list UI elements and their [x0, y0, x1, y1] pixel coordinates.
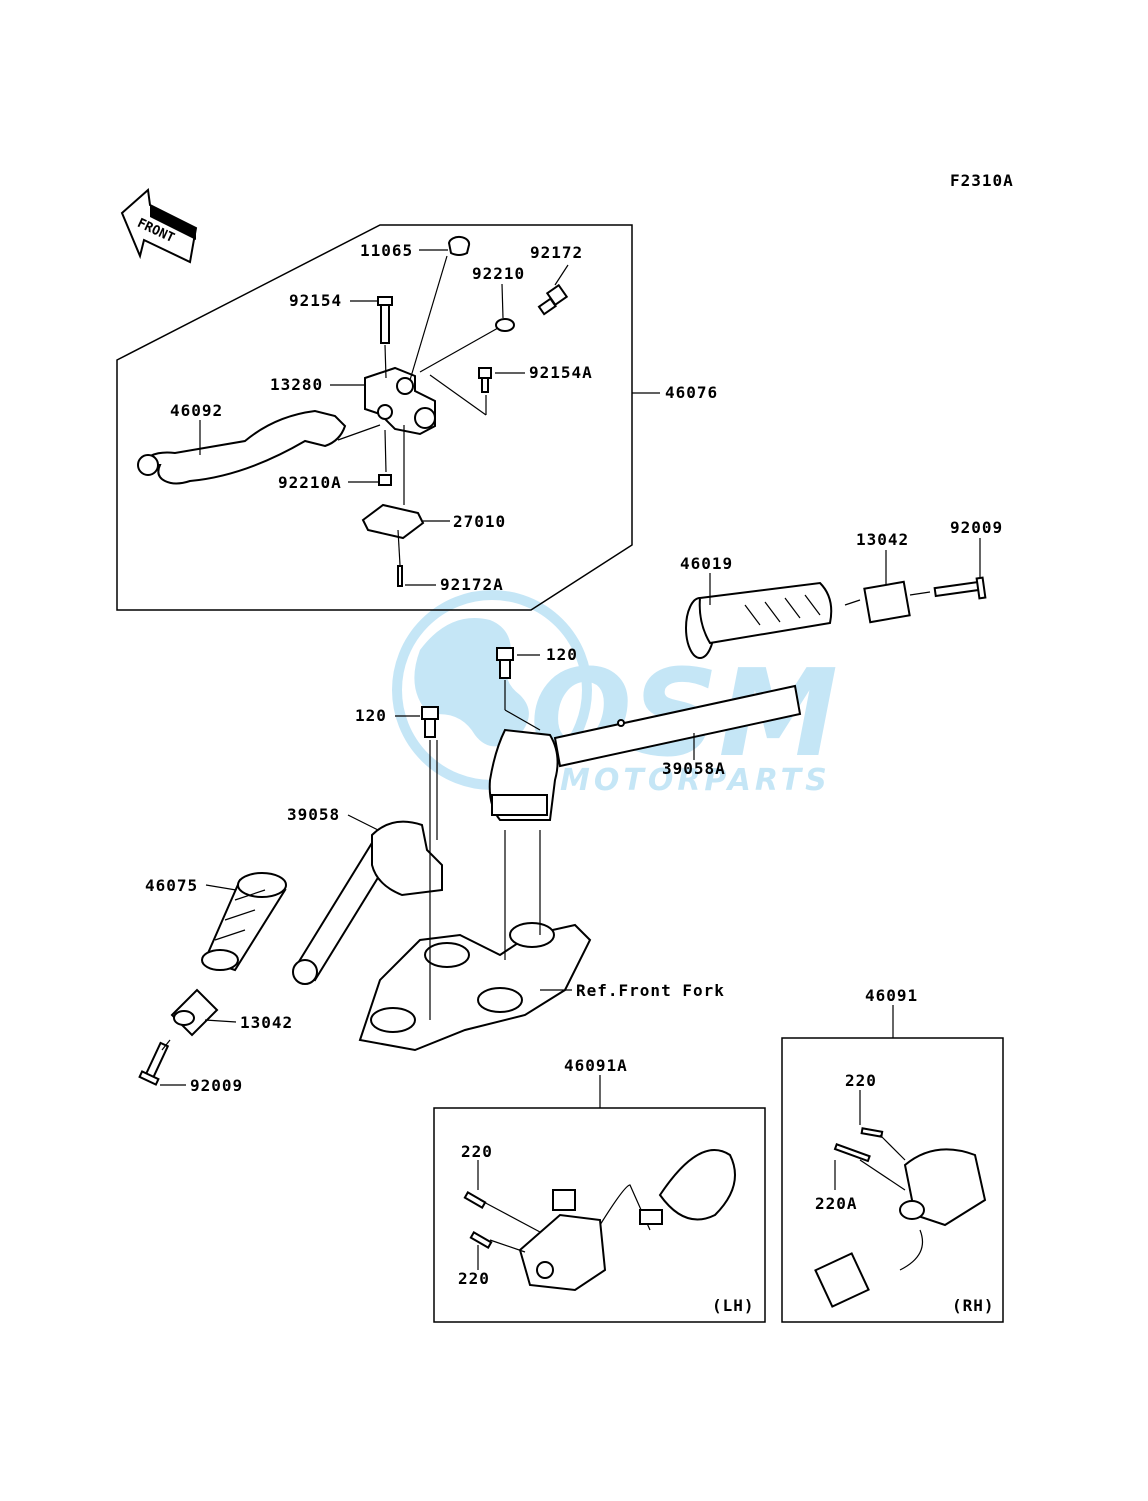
label-13042-left: 13042 — [240, 1013, 293, 1032]
washer-92210 — [495, 318, 515, 332]
label-220-rh: 220 — [845, 1071, 877, 1090]
switch-lh — [518, 1149, 736, 1292]
weight-13042-left — [170, 988, 219, 1037]
grip-46019 — [685, 581, 833, 659]
label-46019: 46019 — [680, 554, 733, 573]
label-lh: (LH) — [712, 1296, 755, 1315]
label-220-lh-bottom: 220 — [458, 1269, 490, 1288]
lever-46092 — [137, 409, 347, 485]
label-92154: 92154 — [289, 291, 342, 310]
label-220A: 220A — [815, 1194, 858, 1213]
label-120-left: 120 — [355, 706, 387, 725]
leader-lines-center — [395, 654, 572, 1020]
label-92009-left: 92009 — [190, 1076, 243, 1095]
screw-92172 — [537, 283, 569, 316]
label-92172A: 92172A — [440, 575, 504, 594]
label-ref-front-fork: Ref.Front Fork — [576, 981, 725, 1000]
front-arrow-icon: FRONT — [120, 188, 198, 264]
label-92154A: 92154A — [529, 363, 593, 382]
switch-27010 — [361, 503, 425, 540]
label-27010: 27010 — [453, 512, 506, 531]
assembly-box-46076 — [116, 224, 633, 611]
label-92210A: 92210A — [278, 473, 342, 492]
label-46092: 46092 — [170, 401, 223, 420]
label-13280: 13280 — [270, 375, 323, 394]
leader-lines-lh — [477, 1160, 541, 1270]
label-13042-right: 13042 — [856, 530, 909, 549]
bolt-92154 — [377, 296, 393, 344]
screws-220-rh — [833, 1127, 884, 1163]
clamp-13280 — [364, 366, 436, 436]
leader-39058 — [347, 814, 379, 831]
label-39058: 39058 — [287, 805, 340, 824]
switch-rh — [814, 1148, 987, 1308]
screw-92172A — [397, 565, 403, 587]
figure-code: F2310A — [950, 171, 1014, 190]
label-46075: 46075 — [145, 876, 198, 895]
label-46091: 46091 — [865, 986, 918, 1005]
leader-lines-right-grip — [709, 538, 981, 606]
cap-11065 — [447, 235, 471, 256]
leader-lines-top — [199, 249, 660, 586]
bolt-120-right — [496, 647, 514, 679]
label-rh: (RH) — [952, 1296, 995, 1315]
label-92009-right: 92009 — [950, 518, 1003, 537]
leader-lines-left — [160, 884, 237, 1086]
screw-92009-left — [138, 1041, 170, 1086]
label-220-lh-top: 220 — [461, 1142, 493, 1161]
leader-lines-rh — [834, 1090, 906, 1191]
part-labels: 11065 92172 92210 92154 92154A 13280 460… — [145, 241, 1003, 1315]
label-11065: 11065 — [360, 241, 413, 260]
label-46091A: 46091A — [564, 1056, 628, 1075]
label-92210: 92210 — [472, 264, 525, 283]
label-120-right: 120 — [546, 645, 578, 664]
screws-220-lh — [463, 1191, 493, 1249]
screw-92154A — [478, 367, 492, 393]
watermark-subtext: MOTORPARTS — [560, 763, 831, 798]
fork-bracket — [358, 922, 592, 1052]
nut-92210A — [378, 474, 392, 486]
handlebar-39058A — [488, 684, 802, 821]
label-92172: 92172 — [530, 243, 583, 262]
label-46076: 46076 — [665, 383, 718, 402]
label-39058A: 39058A — [662, 759, 726, 778]
bolt-120-left — [421, 706, 439, 738]
grip-46075 — [201, 872, 287, 972]
weight-13042-right — [863, 580, 911, 624]
screw-92009-right — [933, 576, 987, 600]
handlebar-39058 — [292, 820, 443, 985]
